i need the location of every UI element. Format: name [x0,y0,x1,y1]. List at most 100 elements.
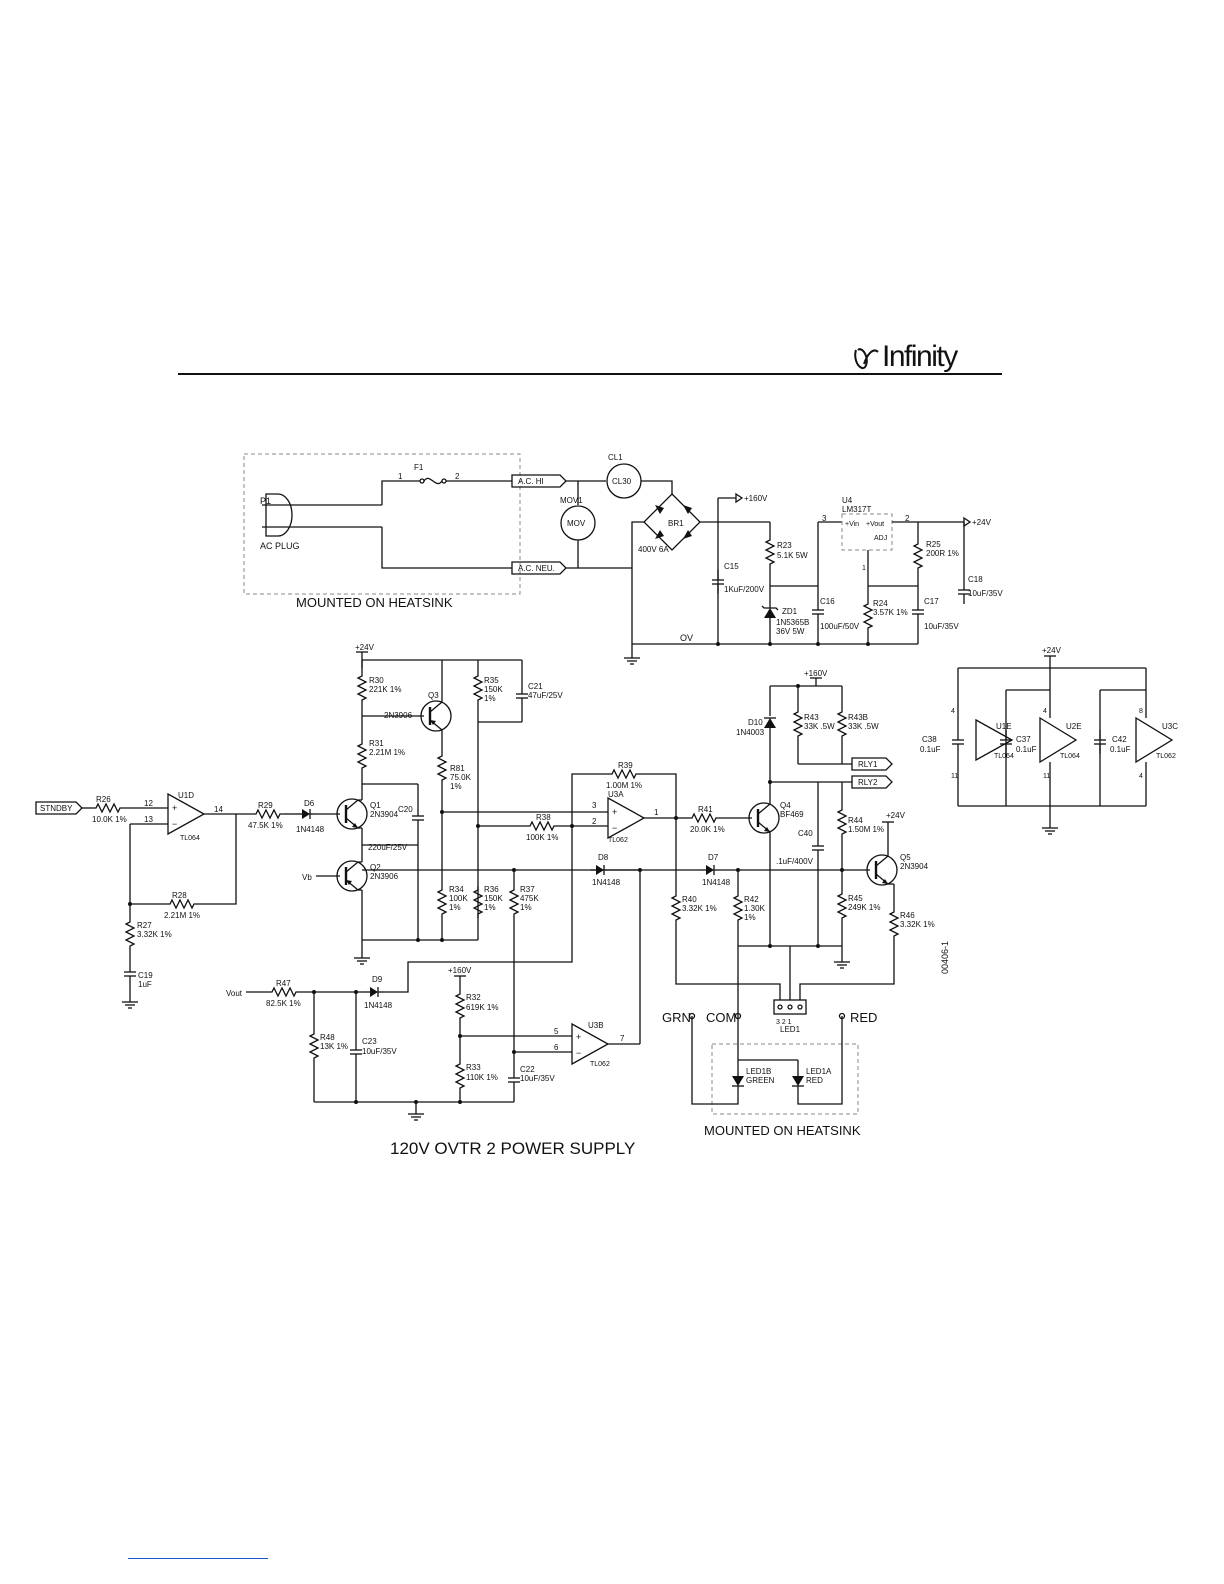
svg-text:1N4148: 1N4148 [364,1001,393,1010]
r25-resistor [913,539,923,573]
svg-text:R23: R23 [777,541,792,550]
svg-text:D6: D6 [304,799,315,808]
svg-text:R29: R29 [258,801,273,810]
svg-text:OV: OV [680,633,693,643]
svg-text:R34: R34 [449,885,464,894]
infinity-logo: Infinity [852,338,958,372]
fuse-icon [423,477,443,485]
br1-bridge-rectifier [643,493,701,551]
r45-resistor [837,889,847,923]
svg-text:3.57K 1%: 3.57K 1% [873,608,908,617]
svg-text:4: 4 [951,708,955,715]
ac-input-section: MOUNTED ON HEATSINK P1 AC PLUG F1 1 2 A.… [243,453,1003,665]
r28-resistor [165,899,199,909]
svg-text:100K: 100K [449,894,468,903]
d8-diode [589,864,611,876]
svg-text:R24: R24 [873,599,888,608]
svg-text:R36: R36 [484,885,499,894]
svg-text:R43B: R43B [848,713,868,722]
r33-resistor [455,1059,465,1093]
svg-text:A.C. NEU.: A.C. NEU. [518,564,555,573]
svg-text:100K 1%: 100K 1% [526,833,558,842]
svg-text:10uF/35V: 10uF/35V [924,622,959,631]
svg-text:C16: C16 [820,597,835,606]
svg-text:Q3: Q3 [428,691,439,700]
svg-text:0.1uF: 0.1uF [1016,745,1037,754]
svg-text:5.1K 5W: 5.1K 5W [777,551,808,560]
u4-regulator [841,513,893,551]
svg-text:R32: R32 [466,993,481,1002]
label-f1: F1 [414,463,424,472]
svg-text:U1E: U1E [996,722,1012,731]
label-p1: P1 [260,496,271,506]
svg-text:12: 12 [144,799,153,808]
svg-text:TL062: TL062 [590,1061,610,1068]
svg-text:33K .5W: 33K .5W [804,722,835,731]
q4-transistor [747,801,781,835]
svg-text:1N4148: 1N4148 [702,878,731,887]
svg-text:Q5: Q5 [900,853,911,862]
svg-text:D10: D10 [748,718,763,727]
r47-resistor [267,987,301,997]
svg-text:+: + [172,803,177,813]
svg-text:U3C: U3C [1162,722,1178,731]
svg-text:R38: R38 [536,813,551,822]
svg-text:R27: R27 [137,921,152,930]
svg-text:1N4003: 1N4003 [736,728,765,737]
svg-text:ADJ: ADJ [874,535,887,542]
svg-text:1uF: 1uF [138,980,152,989]
svg-text:7: 7 [620,1034,625,1043]
label-ac-plug: AC PLUG [260,541,300,551]
svg-text:1N5365B: 1N5365B [776,618,809,627]
svg-text:R47: R47 [276,979,291,988]
r26-resistor [91,803,125,813]
r44-resistor [837,805,847,839]
svg-text:R48: R48 [320,1033,335,1042]
svg-text:+160V: +160V [448,966,472,975]
svg-text:LED1: LED1 [780,1025,801,1034]
svg-text:RLY2: RLY2 [858,778,878,787]
svg-text:BR1: BR1 [668,519,684,528]
svg-text:1: 1 [398,472,403,481]
opamp-power-section: +24V C38 0.1uF U1E TL064 C37 0.1uF U2E T… [920,646,1178,835]
heatsink-outline-top [243,453,521,595]
c40-capacitor [811,835,825,861]
svg-text:5: 5 [554,1027,559,1036]
svg-text:220uF/25V: 220uF/25V [368,843,408,852]
svg-text:TL062: TL062 [608,837,628,844]
svg-text:1: 1 [862,565,866,572]
svg-text:CL1: CL1 [608,453,623,462]
svg-text:2: 2 [905,514,910,523]
svg-text:LED1A: LED1A [806,1067,832,1076]
svg-text:+24V: +24V [355,643,375,652]
u3b-opamp [571,1023,609,1065]
svg-text:R42: R42 [744,895,759,904]
svg-text:Vb: Vb [302,873,312,882]
svg-text:+160V: +160V [804,669,828,678]
r43b-resistor [837,707,847,741]
footer-link-rule [128,1558,268,1559]
connector-rly2 [851,775,893,789]
svg-text:+: + [612,807,617,817]
svg-text:+: + [576,1032,581,1042]
svg-text:1KuF/200V: 1KuF/200V [724,585,765,594]
svg-text:2N3904: 2N3904 [900,862,929,871]
led1-connector [773,999,807,1015]
infinity-logo-icon [854,348,879,370]
svg-text:36V 5W: 36V 5W [776,627,805,636]
zd1-zener-icon [764,608,776,618]
r35-resistor [473,671,483,705]
svg-text:R33: R33 [466,1063,481,1072]
led1a-red-icon [792,1076,804,1086]
svg-text:MOV1: MOV1 [560,496,583,505]
r27-resistor [125,917,135,951]
svg-text:R30: R30 [369,676,384,685]
svg-text:−: − [612,823,617,833]
svg-text:TL064: TL064 [180,835,200,842]
r30-resistor [357,671,367,705]
svg-text:8: 8 [1139,708,1143,715]
svg-text:1N4148: 1N4148 [592,878,621,887]
r23-resistor [765,535,775,569]
r46-resistor [889,907,899,941]
